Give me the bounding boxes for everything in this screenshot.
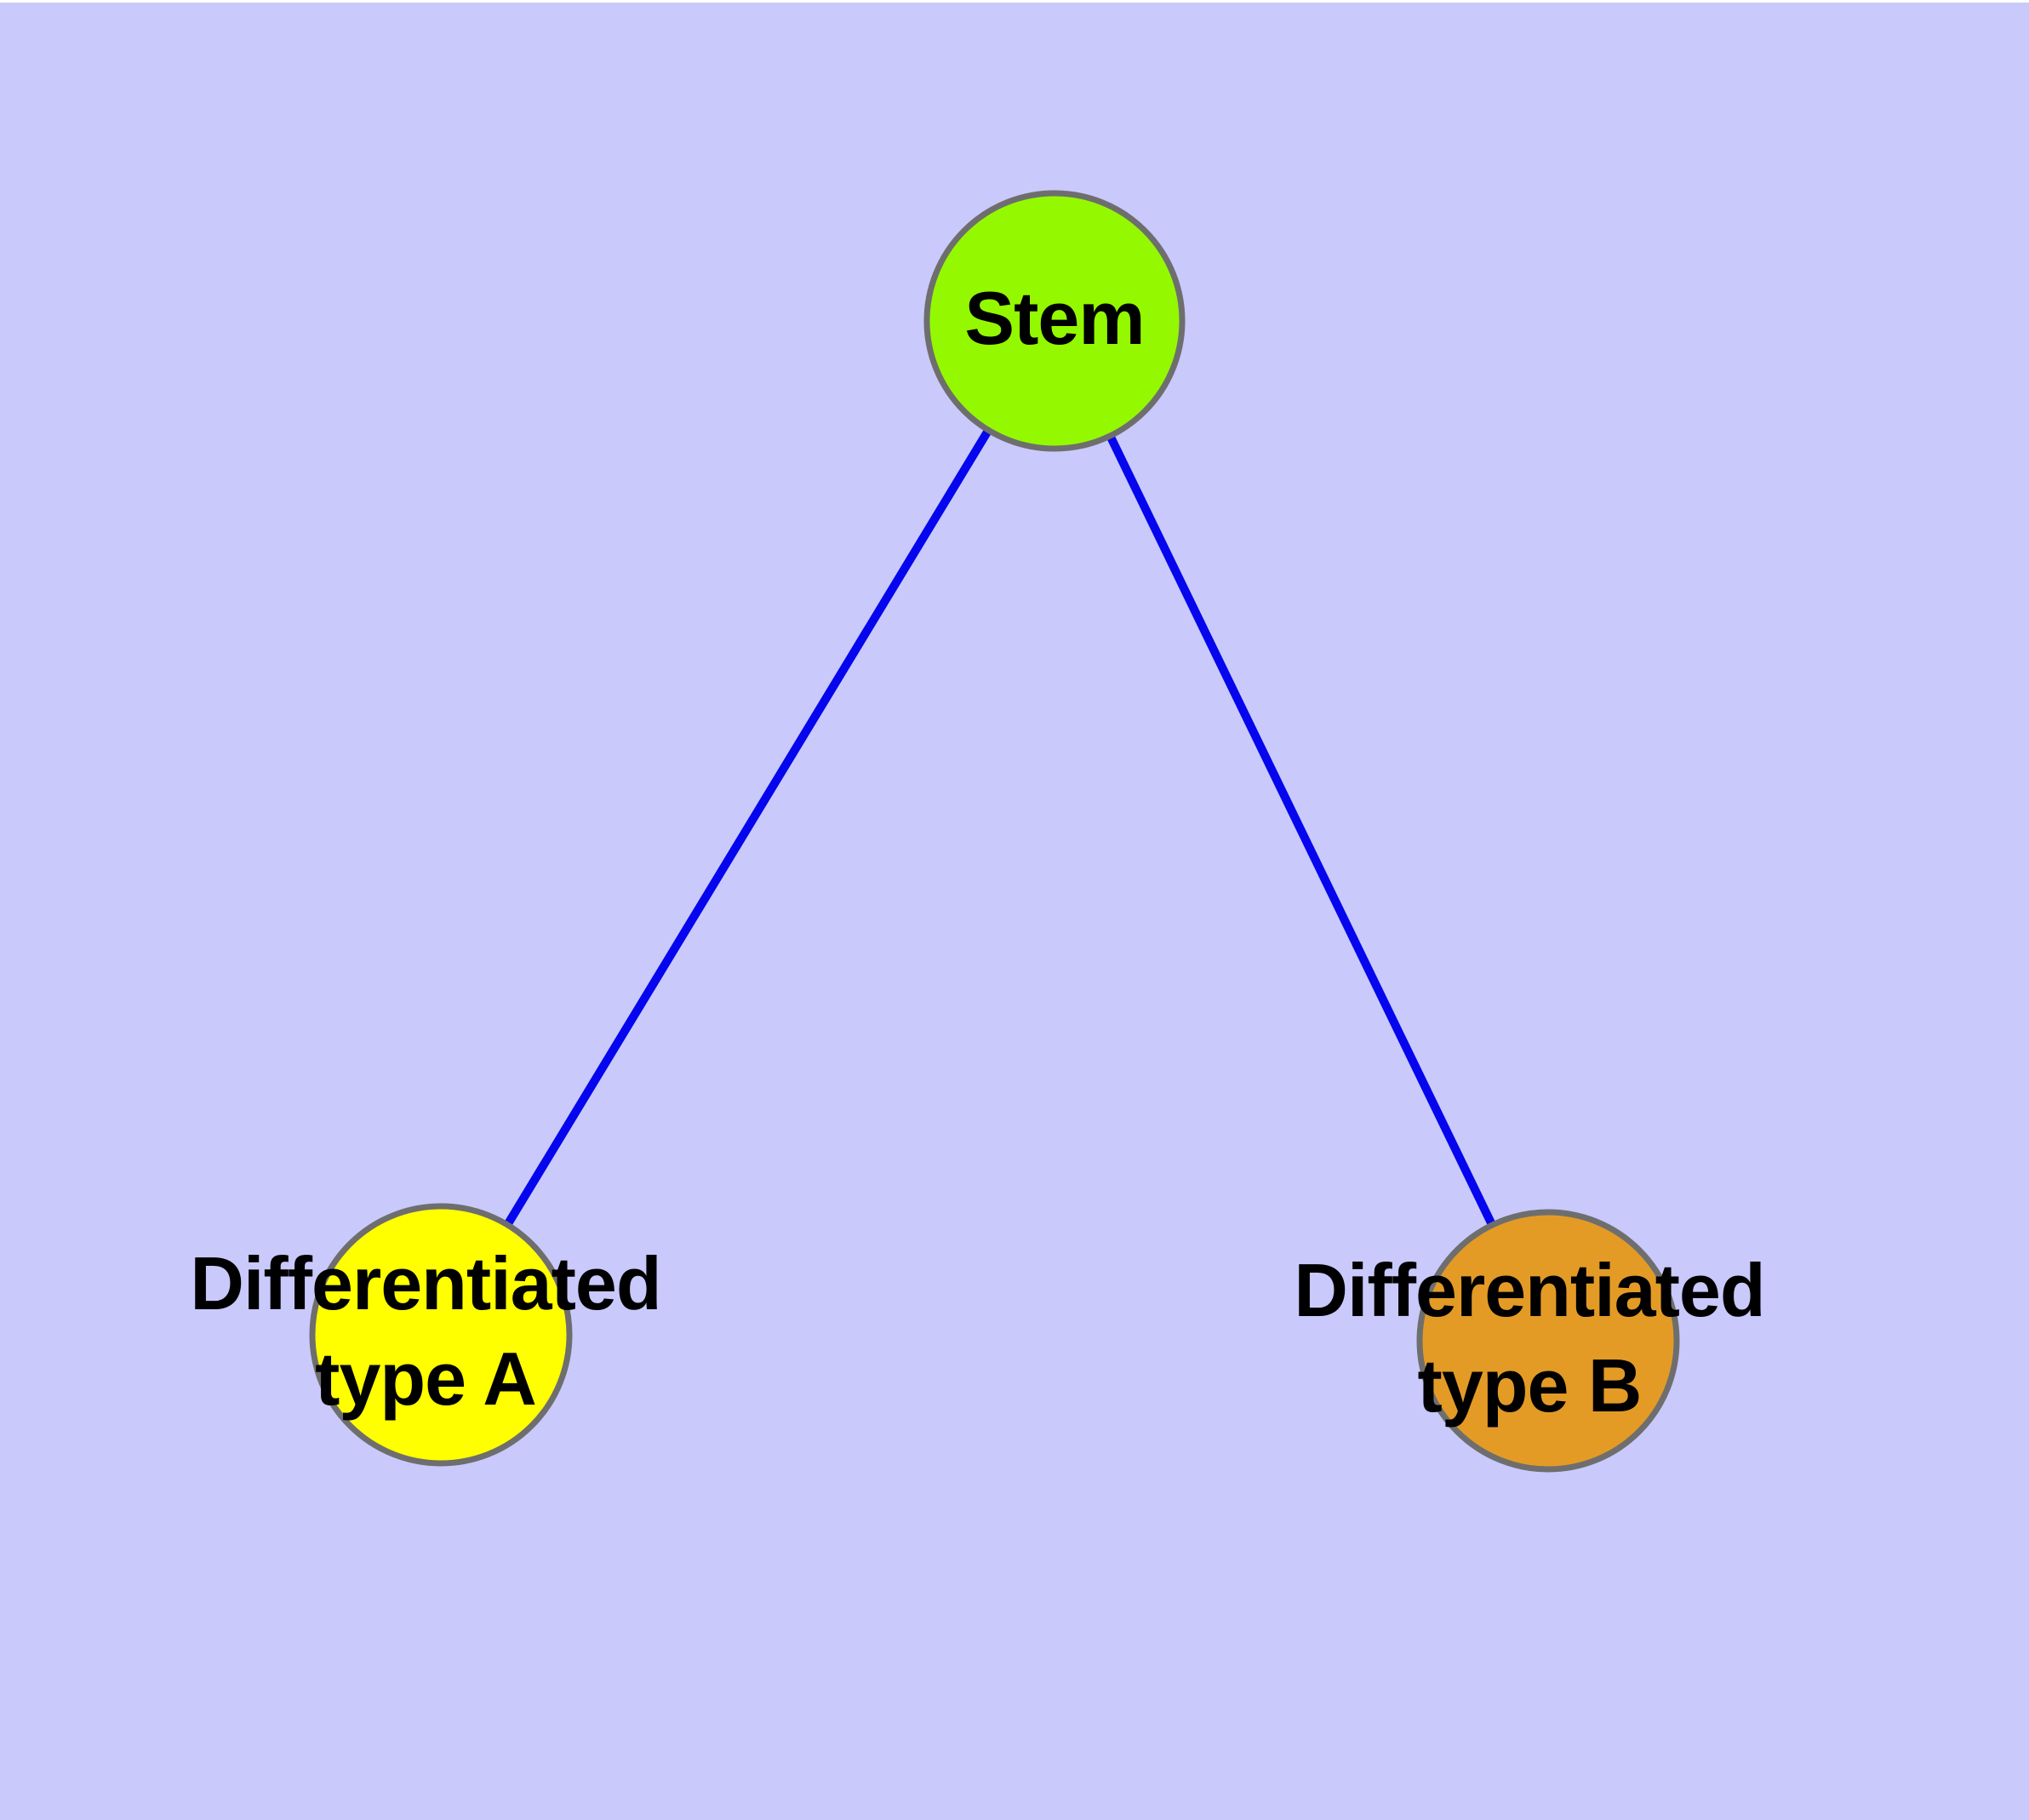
node-stem-label-line1: Stem [964, 276, 1145, 360]
node-type-a-label-line2: type A [315, 1336, 537, 1421]
diagram-canvas: Stem Differentiated type A Differentiate… [0, 3, 2029, 1820]
node-type-a-label: Differentiated type A [190, 1236, 661, 1427]
node-stem-circle [923, 190, 1186, 452]
node-type-b-label-line2: type B [1417, 1343, 1643, 1428]
edge-stem-to-type-a [437, 318, 1059, 1337]
node-type-b-label-line1: Differentiated [1294, 1248, 1765, 1332]
node-type-a-label-line1: Differentiated [190, 1241, 661, 1325]
edge-stem-to-type-b [1050, 318, 1552, 1343]
node-type-b-circle [1416, 1209, 1680, 1473]
node-type-b-label: Differentiated type B [1294, 1243, 1765, 1434]
node-stem-label: Stem [964, 271, 1145, 366]
graph [309, 190, 1680, 1473]
node-type-a-circle [309, 1203, 573, 1467]
